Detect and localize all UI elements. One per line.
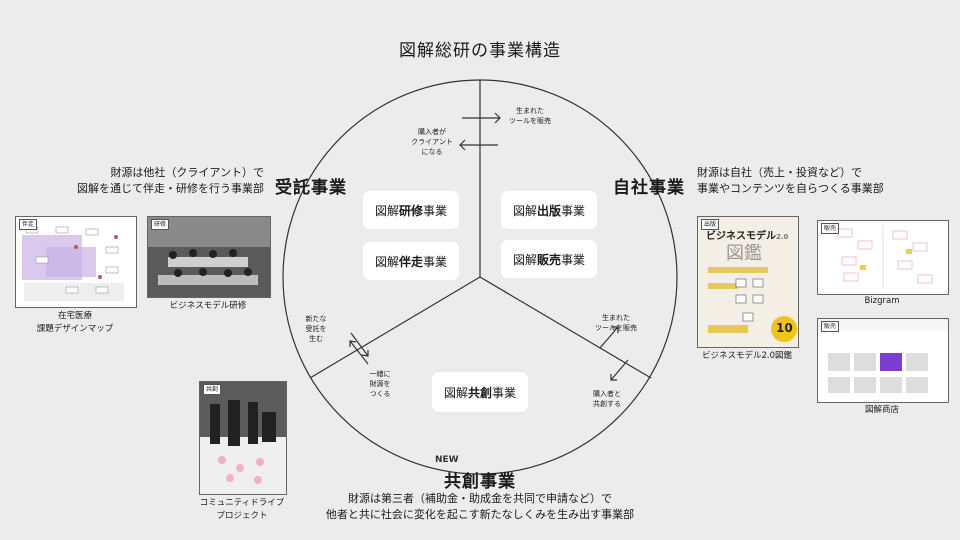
example-map-tag: 伴走 <box>19 219 38 230</box>
card-publishing: 図解出版事業 <box>501 191 597 229</box>
caption-book: ビジネスモデル2.0図鑑 <box>701 351 793 361</box>
book-badge: 10 <box>776 321 793 335</box>
arrow-br-up <box>599 326 619 349</box>
desc-contract: 財源は他社（クライアント）で図解を通じて伴走・研修を行う事業部 <box>77 166 264 195</box>
divider-right <box>479 276 652 379</box>
divider-left <box>309 276 481 379</box>
card-sales: 図解販売事業 <box>501 240 597 278</box>
desc-own: 財源は自社（売上・投資など）で事業やコンテンツを自らつくる事業部 <box>697 166 884 195</box>
example-shop-screenshot: 販売 <box>817 318 949 403</box>
label-br-1: 生まれたツールを販売 <box>595 314 637 332</box>
example-community-tag: 共創 <box>203 384 222 395</box>
caption-training: ビジネスモデル研修 <box>169 301 247 311</box>
example-shop-tag: 販売 <box>821 321 840 332</box>
example-bizgram-screenshot: 販売 <box>817 220 949 295</box>
example-bizgram-tag: 販売 <box>821 223 840 234</box>
page-title: 図解総研の事業構造 <box>399 41 561 61</box>
desc-cocreation: 財源は第三者（補助金・助成金を共同で申請など）で他者と共に社会に変化を起こす新た… <box>325 492 635 521</box>
book-cover-art <box>708 267 797 342</box>
label-br-2: 購入者と共創する <box>593 390 621 408</box>
example-training-photo: 研修 <box>147 216 271 298</box>
example-map-thumbnail: 伴走 <box>15 216 137 308</box>
example-community-photo: 共創 <box>199 381 287 495</box>
arrow-bl-down <box>350 332 369 357</box>
label-top-left: 購入者がクライアントになる <box>411 128 453 156</box>
book-version: 2.0 <box>776 233 789 241</box>
label-bl-2: 一緒に財源をつくる <box>369 370 391 398</box>
bizgram-image <box>837 225 933 289</box>
community-photo-image <box>200 382 286 494</box>
caption-bizgram: Bizgram <box>864 296 900 306</box>
label-bl-1: 新たな受託を生む <box>305 315 327 343</box>
caption-shop: 図解商店 <box>864 405 899 415</box>
caption-community: コミュニティドライブプロジェクト <box>199 498 285 521</box>
label-top-right: 生まれたツールを販売 <box>509 107 551 125</box>
arrow-br-down <box>610 359 629 381</box>
card-support: 図解伴走事業 <box>363 242 459 280</box>
new-badge: NEW <box>435 455 459 465</box>
heading-contract: 受託事業 <box>275 178 347 198</box>
heading-cocreation: 共創事業 <box>444 472 516 492</box>
heading-own: 自社事業 <box>613 178 685 198</box>
caption-map: 在宅医療課題デザインマップ <box>36 311 114 334</box>
map-diagram-image <box>22 226 124 301</box>
card-cocreation: 図解共創事業 <box>432 372 528 412</box>
arrow-top-right <box>462 112 501 124</box>
example-book-cover: 出版 ビジネスモデル2.0 図鑑 10 <box>697 216 799 348</box>
arrow-top-left <box>459 139 498 151</box>
example-book-tag: 出版 <box>701 219 720 230</box>
shop-page-image <box>818 319 948 393</box>
card-training: 図解研修事業 <box>363 191 459 229</box>
example-training-tag: 研修 <box>151 219 170 230</box>
book-title: ビジネスモデル <box>706 231 776 242</box>
arrow-bl-up <box>349 340 369 365</box>
book-zukan: 図鑑 <box>726 243 762 264</box>
